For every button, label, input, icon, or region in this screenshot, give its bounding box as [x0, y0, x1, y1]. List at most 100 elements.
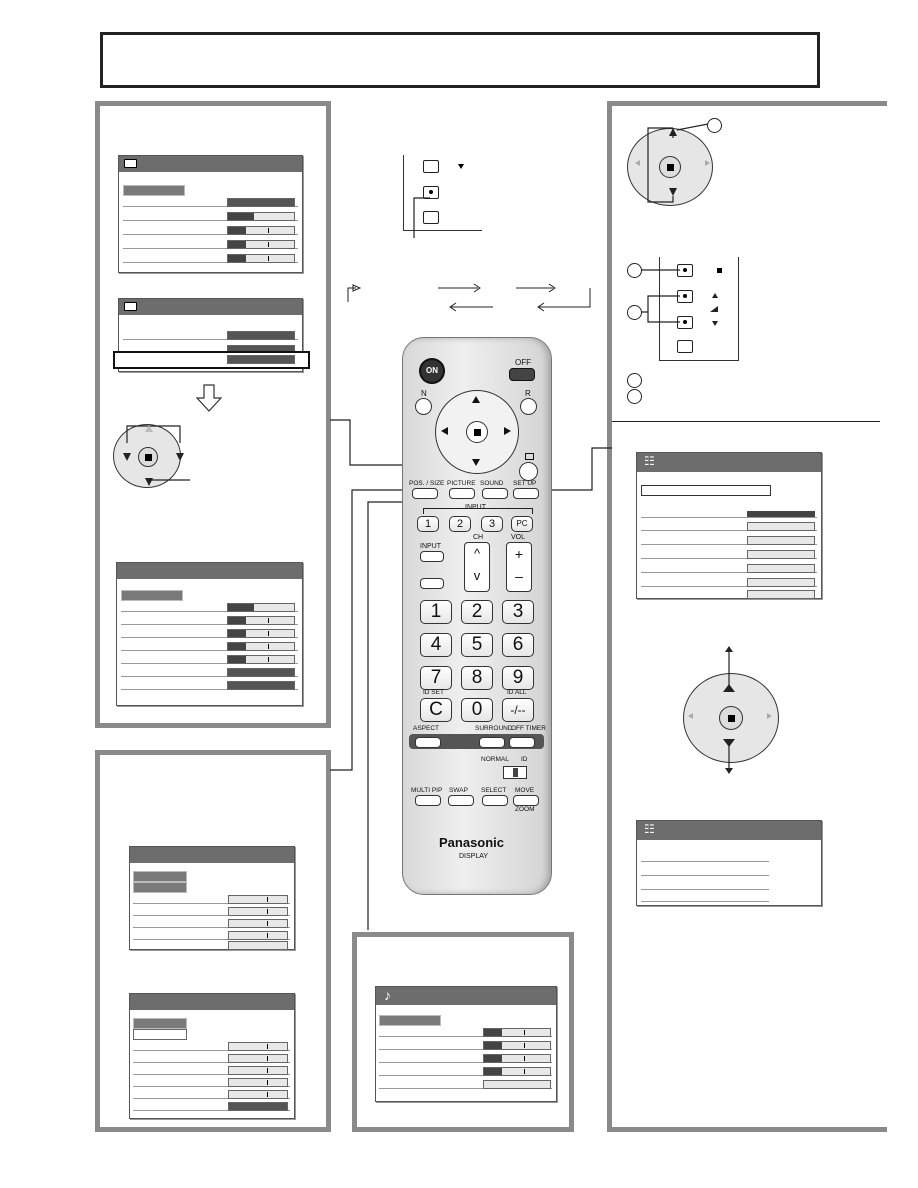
osd-slider	[227, 212, 295, 221]
step-circle	[627, 389, 642, 404]
osd-slider	[747, 590, 815, 599]
mute-button[interactable]	[420, 578, 444, 589]
sound-menu-osd: ♪	[375, 986, 557, 1102]
unit-side-panel	[403, 155, 482, 231]
swap-button[interactable]	[448, 795, 474, 806]
osd-row	[641, 865, 769, 876]
osd-slider	[228, 1078, 288, 1087]
osd-slider	[227, 616, 295, 625]
key-5[interactable]: 5	[461, 633, 493, 657]
picture-button[interactable]	[449, 488, 475, 499]
input-2-button[interactable]: 2	[449, 516, 471, 532]
vol-rocker[interactable]: +–	[506, 542, 532, 592]
osd-row	[123, 224, 298, 235]
osd-row	[379, 1052, 552, 1063]
multi-pip-button[interactable]	[415, 795, 441, 806]
osd-row	[123, 329, 298, 340]
pos-size-button[interactable]	[412, 488, 438, 499]
osd-row	[123, 238, 298, 249]
input-3-button[interactable]: 3	[481, 516, 503, 532]
input-button[interactable]	[420, 551, 444, 562]
unit-key-icons	[710, 293, 718, 326]
osd-slider	[227, 240, 295, 249]
osd-slider	[227, 629, 295, 638]
osd-slider	[483, 1054, 551, 1063]
key-7[interactable]: 7	[420, 666, 452, 690]
normal-label: NORMAL	[481, 756, 509, 763]
id-set-label: ID SET	[423, 689, 444, 696]
osd-row	[641, 548, 817, 559]
osd-title-bar	[119, 156, 302, 172]
osd-row	[133, 1088, 290, 1099]
off-timer-button[interactable]	[509, 737, 535, 748]
input-group-label: INPUT	[465, 504, 486, 511]
key-dash[interactable]: -/--	[502, 698, 534, 722]
sound-button[interactable]	[482, 488, 508, 499]
osd-slider	[747, 536, 815, 545]
unit-button[interactable]	[677, 340, 693, 353]
unit-key-panel	[659, 257, 739, 361]
unit-input-button[interactable]	[423, 186, 439, 199]
ch-rocker[interactable]: ^v	[464, 542, 490, 592]
setup-button[interactable]	[513, 488, 539, 499]
setup-list-icon: ☷	[644, 822, 655, 836]
r-label: R	[525, 389, 531, 398]
osd-slider	[227, 254, 295, 263]
aspect-label: ASPECT	[413, 725, 440, 732]
osd-row	[121, 653, 298, 664]
key-2[interactable]: 2	[461, 600, 493, 624]
dpad-arrow-icons	[441, 396, 511, 466]
osd-row	[379, 1026, 552, 1037]
key-8[interactable]: 8	[461, 666, 493, 690]
osd-slider	[227, 226, 295, 235]
vol-label: VOL	[511, 534, 526, 541]
osd-slider	[228, 1090, 288, 1099]
osd-tab	[133, 1018, 187, 1029]
key-3[interactable]: 3	[502, 600, 534, 624]
select-label: SELECT	[481, 787, 507, 794]
multi-pip-label: MULTI PIP	[411, 787, 443, 794]
input-group-bracket	[423, 508, 533, 514]
n-button[interactable]	[415, 398, 432, 415]
unit-button[interactable]	[423, 160, 439, 173]
move-button[interactable]	[513, 795, 539, 806]
id-switch[interactable]	[503, 766, 527, 779]
key-c[interactable]: C	[420, 698, 452, 722]
key-0[interactable]: 0	[461, 698, 493, 722]
osd-row	[641, 485, 771, 496]
up-down-arrows	[688, 646, 772, 774]
osd-slider	[228, 1054, 288, 1063]
input-1-button[interactable]: 1	[417, 516, 439, 532]
osd-slider	[227, 655, 295, 664]
osd-row	[641, 534, 817, 545]
dpad-up-down-diagram	[683, 673, 779, 763]
ch-label: CH	[473, 534, 484, 541]
key-4[interactable]: 4	[420, 633, 452, 657]
osd-row	[641, 879, 769, 890]
picture-menu-icon	[124, 302, 137, 311]
key-1[interactable]: 1	[420, 600, 452, 624]
osd-slider	[227, 642, 295, 651]
osd-tab	[379, 1015, 441, 1026]
surround-button[interactable]	[479, 737, 505, 748]
aspect-button[interactable]	[415, 737, 441, 748]
remote-dpad[interactable]	[435, 390, 519, 474]
picture-menu-osd	[118, 155, 303, 273]
key-9[interactable]: 9	[502, 666, 534, 690]
remote-control: ON OFF N R POS. / SIZE PICTURE SOUND SET…	[402, 337, 552, 895]
osd-slider	[747, 564, 815, 573]
osd-slider	[227, 331, 295, 340]
off-button[interactable]	[509, 368, 535, 381]
unit-button[interactable]	[423, 211, 439, 224]
osd-value-bar	[747, 511, 815, 517]
picture-menu-icon	[124, 159, 137, 168]
select-button[interactable]	[482, 795, 508, 806]
osd-row	[123, 252, 298, 263]
input-pc-button[interactable]: PC	[511, 516, 533, 532]
key-6[interactable]: 6	[502, 633, 534, 657]
r-button[interactable]	[520, 398, 537, 415]
menu-cycle-arrows	[347, 283, 591, 312]
on-button[interactable]: ON	[419, 358, 445, 384]
osd-slider	[483, 1080, 551, 1089]
recall-button[interactable]	[519, 462, 538, 481]
